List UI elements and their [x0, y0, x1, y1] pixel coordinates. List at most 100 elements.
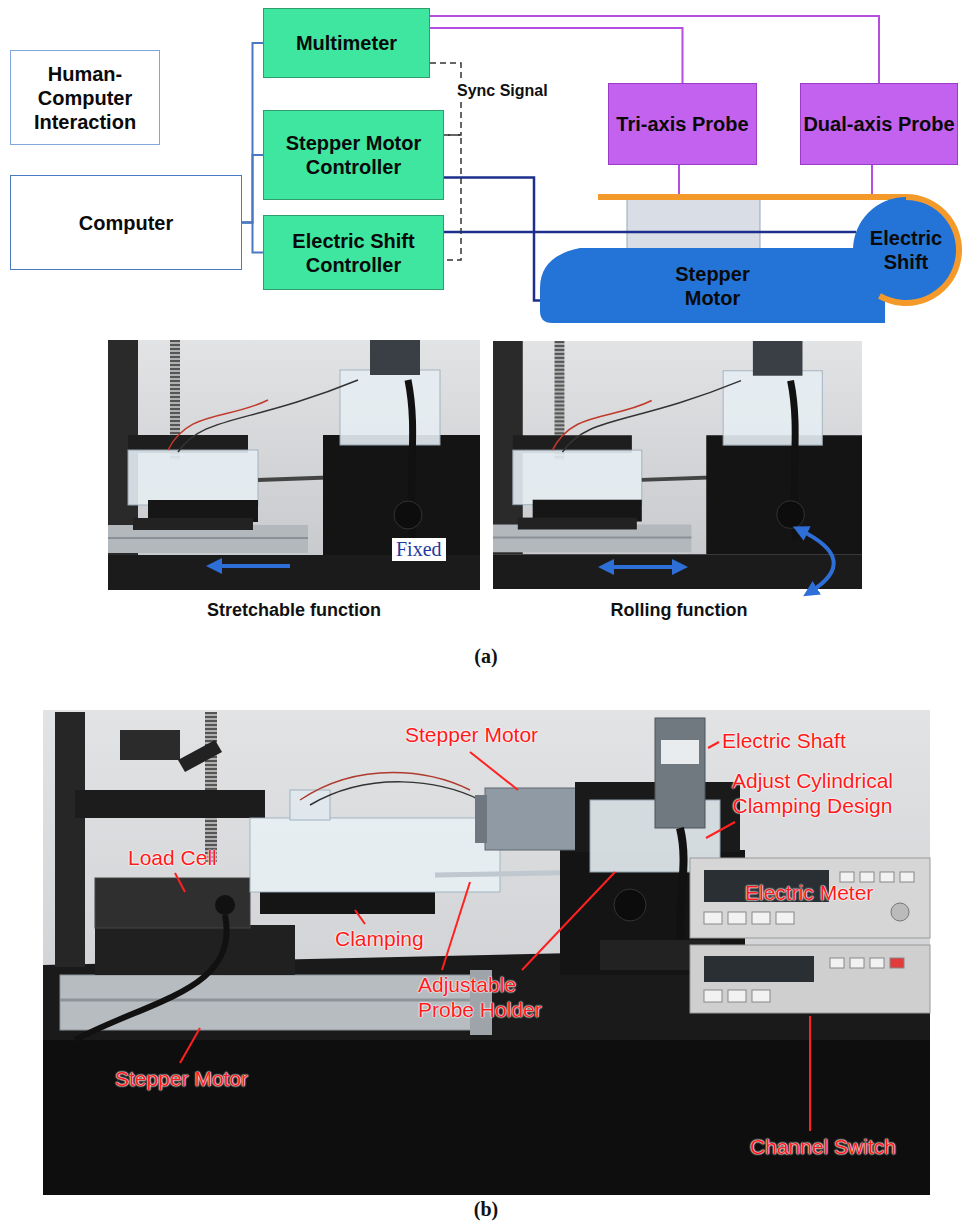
connector-line — [444, 231, 856, 234]
motor-body — [540, 248, 885, 323]
panel-caption: Stretchable function — [158, 600, 430, 621]
leader-line — [355, 910, 365, 924]
node-text: Tri-axis Probe — [616, 112, 748, 136]
part-label: Stepper Motor — [405, 722, 580, 747]
connector-line — [242, 223, 263, 253]
setup-photo — [840, 872, 854, 882]
shift-body — [853, 197, 959, 303]
panel-letter: (b) — [446, 1198, 526, 1221]
setup-photo — [830, 958, 844, 968]
text-group: Dual-axis Probe — [803, 112, 954, 136]
text-group: Multimeter — [296, 31, 397, 55]
shift-circle: Electric Shift — [850, 194, 962, 306]
node-text: Electric Shift Controller — [264, 229, 443, 277]
setup-photo — [870, 958, 884, 968]
part-label: Clamping — [335, 926, 435, 951]
signal-label: Sync Signal — [455, 82, 550, 100]
leader-line — [809, 1016, 811, 1131]
controller-box: Electric Shift Controller — [263, 215, 444, 290]
setup-photo — [250, 818, 500, 892]
connector-line — [242, 155, 263, 223]
setup-photo — [300, 773, 470, 801]
setup-photo — [728, 912, 746, 924]
setup-photo — [95, 925, 295, 975]
text-group: Human-Computer Interaction — [11, 62, 159, 134]
setup-photo — [178, 740, 222, 772]
text-group: Tri-axis Probe — [616, 112, 748, 136]
node-text: Dual-axis Probe — [803, 112, 954, 136]
sample-fixture — [627, 199, 760, 250]
part-label: Channel Switch — [750, 1134, 920, 1159]
stretch-photo — [108, 340, 480, 590]
text-group: Stepper Motor — [658, 262, 768, 310]
controller-box: Stepper Motor Controller — [263, 110, 444, 200]
setup-photo — [704, 990, 722, 1002]
node-text: Stepper Motor Controller — [264, 131, 443, 179]
node-text: Electric Shift — [856, 226, 956, 274]
setup-photo — [661, 740, 699, 764]
setup-photo — [75, 915, 227, 1040]
circle-outline — [850, 194, 962, 306]
connector-line — [242, 43, 263, 223]
state-note: Fixed — [392, 538, 446, 561]
setup-photo — [205, 712, 217, 862]
setup-photo — [752, 990, 770, 1002]
text-group: Computer — [79, 211, 173, 235]
roll-photo — [800, 530, 834, 592]
setup-photo — [614, 889, 646, 921]
leader-line — [522, 872, 615, 970]
motor-outline — [540, 248, 885, 323]
setup-photo — [655, 718, 705, 828]
connector-line — [430, 16, 879, 83]
node-text: Human-Computer Interaction — [11, 62, 159, 134]
setup-photo — [752, 912, 770, 924]
setup-photo — [260, 892, 435, 914]
setup-photo — [690, 945, 930, 1013]
leader-line — [470, 752, 518, 790]
setup-photo — [900, 872, 914, 882]
text-group: Stepper Motor Controller — [264, 131, 443, 179]
setup-photo — [850, 958, 864, 968]
text-group: Electric Shift — [856, 226, 956, 274]
stretch-photo — [214, 564, 290, 568]
setup-photo — [728, 990, 746, 1002]
motor-shape: Stepper Motor — [540, 248, 885, 323]
setup-photo — [215, 895, 235, 915]
setup-photo — [43, 945, 930, 1195]
panel-caption: Rolling function — [543, 600, 815, 621]
leader-line — [706, 822, 735, 838]
connector-line — [444, 178, 540, 301]
connector-line — [444, 135, 461, 260]
setup-photo — [43, 1040, 930, 1195]
leader-line — [175, 742, 810, 1131]
probe-box: Dual-axis Probe — [800, 83, 958, 165]
leader-line — [708, 742, 719, 748]
leader-line — [180, 1028, 200, 1063]
part-label: Stepper Motor — [115, 1066, 275, 1091]
sample-fixture — [598, 194, 906, 200]
part-label: Load Cell — [128, 845, 238, 870]
instrument-box: Multimeter — [263, 8, 430, 78]
sample-wrap — [880, 197, 960, 303]
setup-photo — [891, 903, 909, 921]
roll-photo — [606, 565, 680, 569]
setup-photo — [690, 858, 930, 938]
setup-photo — [55, 712, 85, 967]
part-label: Adjust Cylindrical Clamping Design — [715, 768, 910, 818]
setup-photo — [704, 912, 722, 924]
probe-lead — [871, 165, 873, 194]
interface-box: Human-Computer Interaction — [10, 50, 160, 145]
computer-box: Computer — [10, 175, 242, 270]
stretch-photo — [108, 340, 480, 590]
part-label: Electric Shaft — [722, 728, 882, 753]
roll-photo — [493, 341, 862, 589]
setup-photo — [860, 872, 874, 882]
setup-photo — [310, 782, 480, 805]
setup-photo — [43, 710, 930, 1195]
leader-line — [442, 882, 470, 970]
node-text: Computer — [79, 211, 173, 235]
setup-photo — [485, 788, 580, 850]
part-label: Adjustable Probe Holder — [418, 972, 558, 1022]
part-label: Electric Meter — [745, 880, 905, 905]
